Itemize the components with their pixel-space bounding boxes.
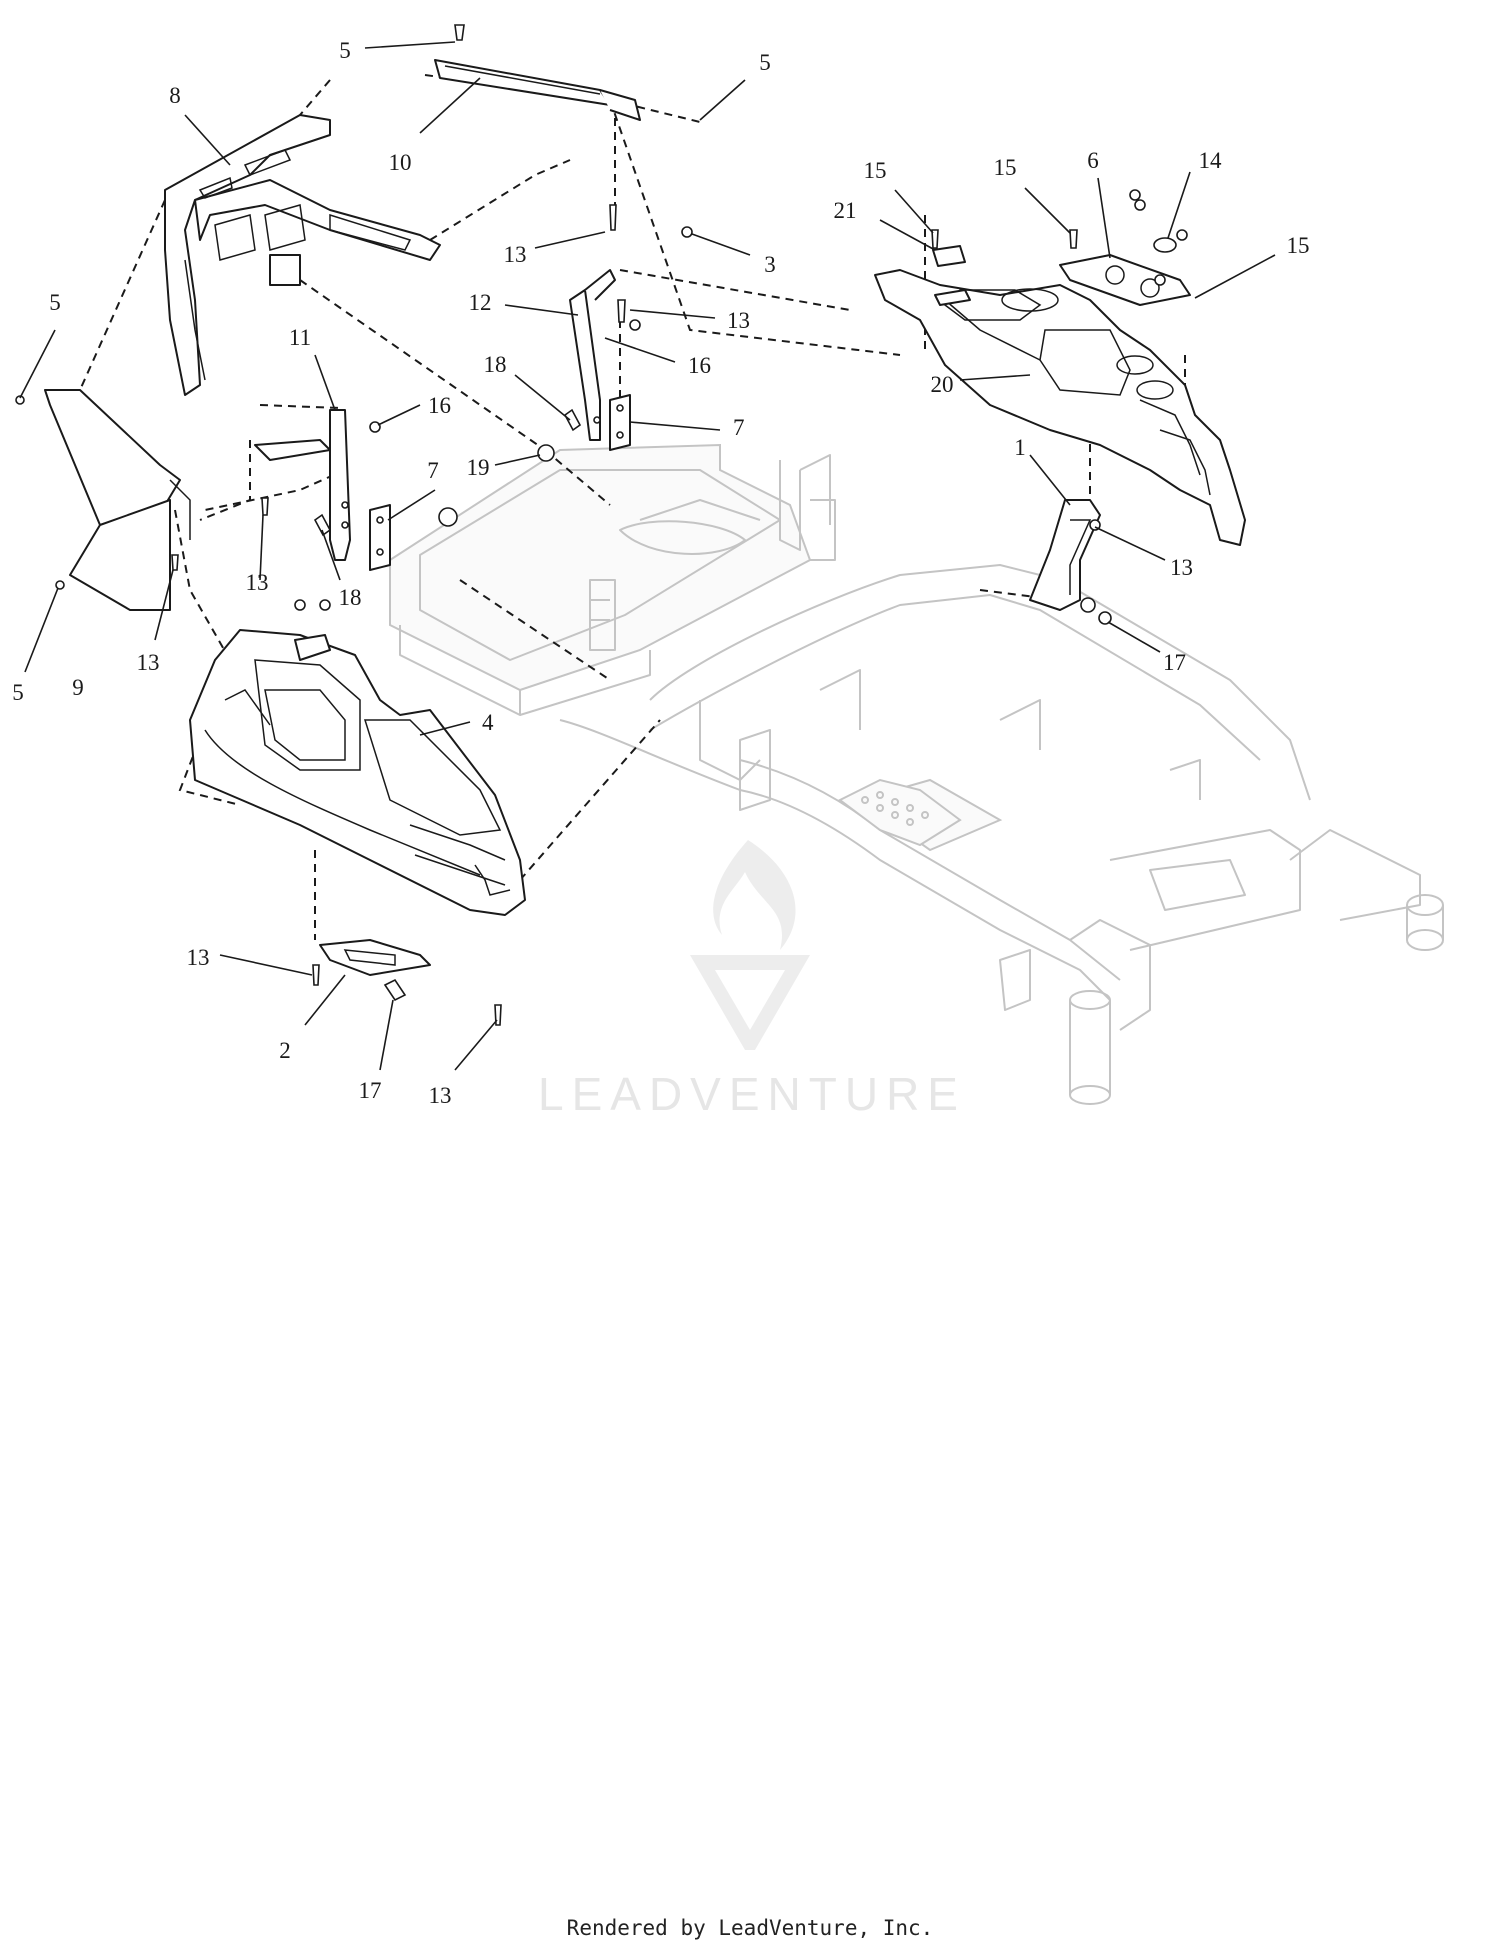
- callout-11: 11: [289, 325, 311, 350]
- nut-icon: [1134, 199, 1146, 211]
- nut-icon: [681, 226, 693, 238]
- bolt-icon: [383, 978, 407, 1002]
- part-20-right-console: [874, 269, 1246, 546]
- callout-1: 1: [1014, 435, 1026, 460]
- callout-5: 5: [12, 680, 24, 705]
- nut-icon: [1098, 611, 1112, 625]
- part-1-bracket: [1029, 499, 1101, 611]
- footrest-holes: [861, 791, 929, 826]
- part-12-bracket: [569, 269, 616, 441]
- callout-17: 17: [1163, 650, 1186, 675]
- callout-13: 13: [137, 650, 160, 675]
- callout-20: 20: [931, 372, 954, 397]
- callout-7: 7: [427, 458, 439, 483]
- watermark-flame-icon: [713, 840, 796, 950]
- callout-16: 16: [428, 393, 451, 418]
- callout-14: 14: [1199, 148, 1223, 173]
- leader-lines: [19, 41, 1276, 1071]
- nut-icon: [319, 599, 331, 611]
- part-11-bracket: [254, 409, 351, 561]
- part-4-left-console: [189, 629, 526, 916]
- callout-7: 7: [733, 415, 745, 440]
- callout-6: 6: [1087, 148, 1099, 173]
- callout-16: 16: [688, 353, 711, 378]
- bolt-icon: [617, 299, 626, 323]
- callout-13: 13: [504, 242, 527, 267]
- callout-5: 5: [49, 290, 61, 315]
- callout-12: 12: [469, 290, 492, 315]
- callout-15: 15: [1287, 233, 1310, 258]
- part-10-top-bar: [434, 59, 641, 121]
- bolt-icon: [931, 229, 939, 249]
- nut-icon: [1080, 597, 1096, 613]
- callout-13: 13: [429, 1083, 452, 1108]
- callout-18: 18: [339, 585, 362, 610]
- callout-15: 15: [864, 158, 887, 183]
- nut-icon: [1176, 229, 1188, 241]
- callout-5: 5: [339, 38, 351, 63]
- callout-21: 21: [834, 198, 857, 223]
- nut-icon: [294, 599, 306, 611]
- watermark: LEADVENTURE: [538, 840, 966, 1120]
- bolt-icon: [171, 554, 179, 571]
- callout-3: 3: [764, 252, 776, 277]
- nut-icon: [438, 507, 458, 527]
- part-21-cover: [932, 245, 966, 267]
- cap-icon: [1153, 237, 1177, 253]
- callout-15: 15: [994, 155, 1017, 180]
- bolt-icon: [312, 964, 320, 986]
- footer-credit: Rendered by LeadVenture, Inc.: [566, 1916, 934, 1940]
- callout-9: 9: [72, 675, 84, 700]
- part-7-plates: [369, 394, 631, 571]
- callout-4: 4: [482, 710, 494, 735]
- nut-icon: [1129, 189, 1141, 201]
- callout-10: 10: [389, 150, 412, 175]
- nut-icon: [629, 319, 641, 331]
- nut-icon: [55, 580, 65, 590]
- callout-19: 19: [467, 455, 490, 480]
- part-9-side-panel: [44, 389, 191, 611]
- bolt-icon: [313, 513, 332, 537]
- callout-2: 2: [279, 1038, 291, 1063]
- callout-17: 17: [359, 1078, 382, 1103]
- nut-icon: [537, 444, 555, 462]
- nut-icon: [1154, 274, 1166, 286]
- watermark-v-logo-icon: [690, 955, 810, 1050]
- callout-13: 13: [246, 570, 269, 595]
- callout-5: 5: [759, 50, 771, 75]
- callout-13: 13: [187, 945, 210, 970]
- bolt-icon: [563, 408, 582, 432]
- mower-frame: [389, 443, 1444, 1105]
- bolt-icon: [261, 497, 269, 516]
- callout-13: 13: [1170, 555, 1193, 580]
- part-8-rear-shield: [164, 114, 441, 396]
- callout-8: 8: [169, 83, 181, 108]
- nut-icon: [15, 395, 25, 405]
- callout-18: 18: [484, 352, 507, 377]
- watermark-brand: LEADVENTURE: [538, 1068, 966, 1120]
- bolt-icon: [454, 24, 465, 41]
- bolt-icon: [1069, 229, 1078, 249]
- part-2-bottom-plate: [319, 939, 431, 976]
- bolt-icon: [609, 204, 617, 231]
- nut-icon: [369, 421, 381, 433]
- callouts: 5 10 8 5 13 3 5 12 13 16 18 7 11 16 19 7…: [12, 38, 1309, 1108]
- callout-13: 13: [727, 308, 750, 333]
